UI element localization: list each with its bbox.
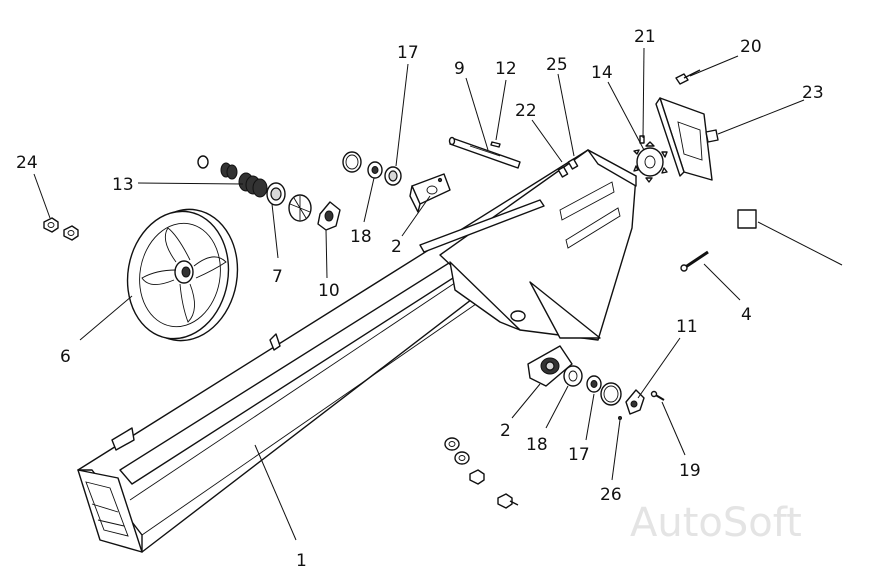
bolt-20 (675, 69, 701, 85)
callout-24: 24 (16, 153, 38, 173)
callout-17-upper: 17 (397, 43, 419, 63)
callout-9: 9 (454, 59, 465, 79)
callout-6: 6 (60, 347, 71, 367)
spring-13 (197, 155, 268, 198)
fasteners-loose (444, 437, 519, 509)
bearing-housing-lower (527, 345, 583, 387)
callout-7: 7 (272, 267, 283, 287)
callout-2-lower: 2 (500, 421, 511, 441)
callout-19: 19 (679, 461, 701, 481)
callout-2-upper: 2 (391, 237, 402, 257)
callout-18-lower: 18 (526, 435, 548, 455)
conveyor-housing (77, 149, 637, 553)
callout-20: 20 (740, 37, 762, 57)
sprocket-10 (288, 194, 341, 231)
callout-12: 12 (495, 59, 517, 79)
bracket-plate-upper (409, 173, 451, 213)
screw-19 (650, 390, 665, 401)
nuts-24 (43, 217, 79, 241)
watermark-text: AutoSoft (630, 500, 802, 546)
rings-lower (586, 375, 645, 420)
pulley-wheel (126, 208, 239, 342)
callout-labels: 1 2 2 4 6 7 9 10 11 12 13 14 17 17 18 18… (16, 27, 824, 571)
bearing-7 (266, 182, 286, 206)
long-bolt-4 (680, 250, 709, 272)
callout-25: 25 (546, 55, 568, 75)
callout-1: 1 (296, 551, 307, 571)
leader-lines (33, 47, 843, 541)
callout-4: 4 (741, 305, 752, 325)
callout-10: 10 (318, 281, 340, 301)
rings-upper (342, 151, 402, 186)
callout-14: 14 (591, 63, 613, 83)
reference-square (737, 209, 757, 229)
guard-plate (655, 97, 719, 181)
sprocket-14 (633, 135, 668, 183)
callout-17-lower: 17 (568, 445, 590, 465)
callout-13: 13 (112, 175, 134, 195)
callout-23: 23 (802, 83, 824, 103)
shaft-9 (448, 136, 521, 169)
callout-26: 26 (600, 485, 622, 505)
callout-11: 11 (676, 317, 698, 337)
callout-18-upper: 18 (350, 227, 372, 247)
callout-22: 22 (515, 101, 537, 121)
callout-21: 21 (634, 27, 656, 47)
